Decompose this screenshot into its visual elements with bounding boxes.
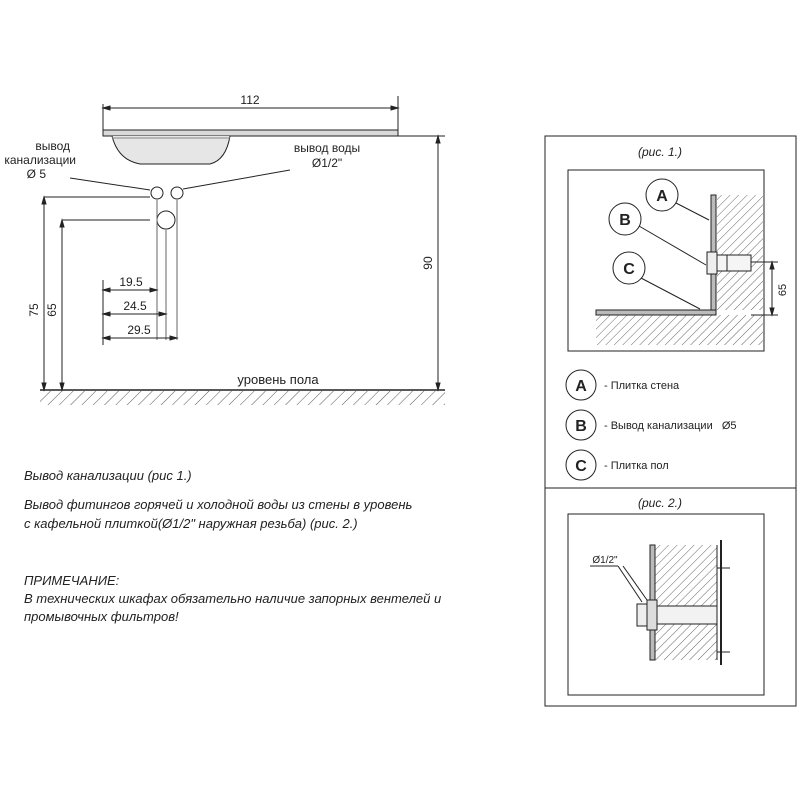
drain-fitting-flange [706,251,718,275]
note-fittings-2: с кафельной плиткой(Ø1/2" наружная резьб… [24,516,358,531]
fig1-callout-b: B [619,212,631,229]
dim-112-label: 112 [240,93,259,107]
hot-water-outlet [150,186,164,200]
drain-fitting-pipe [716,254,752,272]
fig2-inner-frame [567,513,765,696]
dim-90-label: 90 [421,256,435,270]
dim-75-label: 75 [27,303,41,317]
fig1-callout-a: A [656,188,668,205]
callout-b-circle [608,202,642,236]
drain-label-line1: вывод [35,139,70,153]
note-body-1: В технических шкафах обязательно наличие… [24,591,442,606]
legend-a-text: - Плитка стена [604,380,680,392]
fig1-callout-c: C [623,261,635,278]
note-heading: ПРИМЕЧАНИЕ: [24,573,120,588]
fig2-fitting-flange [646,599,658,631]
floor-level-label: уровень пола [237,372,319,387]
fig1-caption: (рис. 1.) [638,145,682,159]
drain-label-line3: Ø 5 [27,167,47,181]
drain-label-line2: канализации [4,153,76,167]
fig2-frame [544,487,797,707]
legend [565,369,597,481]
water-label-line2: Ø1/2" [312,156,342,170]
leader-water [182,169,291,190]
dim-65-label: 65 [45,303,59,317]
legend-c-letter: C [575,458,587,475]
fig2-fitting-pipe [656,605,718,625]
dim-24-5-label: 24.5 [123,299,147,313]
fig1-panel [544,135,797,489]
dim-29-5-label: 29.5 [127,323,151,337]
callout-a-circle [645,178,679,212]
drain-outlet [156,210,176,230]
legend-c-circle [565,449,597,481]
legend-c-text: - Плитка пол [604,460,669,472]
dim-19-5-label: 19.5 [119,275,143,289]
leader-drain [69,177,151,191]
main-drawing [40,96,445,405]
fig2-caption: (рис. 2.) [638,496,682,510]
note-body-2: промывочных фильтров! [24,609,179,624]
legend-a-circle [565,369,597,401]
legend-b-circle [565,409,597,441]
fig2-fitting-thread [636,603,648,627]
note-drain: Вывод канализации (рис 1.) [24,468,192,483]
countertop [102,129,399,137]
sink-basin [111,135,231,165]
water-label-line1: вывод воды [294,141,360,155]
legend-a-letter: A [575,378,587,395]
cold-water-outlet [170,186,184,200]
legend-b-text: - Вывод канализации Ø5 [604,420,737,432]
fig2-panel [544,487,797,707]
fig2-dim-label: Ø1/2" [592,555,618,566]
fig1-inner-frame [567,169,765,352]
fig1-dim-65: 65 [777,284,789,296]
note-fittings-1: Вывод фитингов горячей и холодной воды и… [24,497,413,512]
legend-b-letter: B [575,418,587,435]
floor-tile [595,309,717,316]
callout-c-circle [612,251,646,285]
